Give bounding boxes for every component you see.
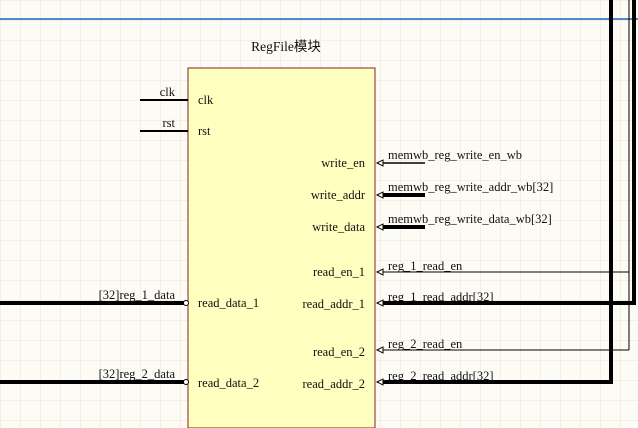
port-write-en: write_en bbox=[321, 156, 365, 170]
regfile-module[interactable] bbox=[187, 67, 376, 428]
port-read-addr-2: read_addr_2 bbox=[303, 377, 365, 391]
wire-read-en-1[interactable] bbox=[375, 268, 629, 276]
net-label-clk: clk bbox=[160, 85, 176, 99]
net-label-reg-2-read-en: reg_2_read_en bbox=[388, 337, 463, 351]
port-read-data-1: read_data_1 bbox=[198, 296, 259, 310]
wire-write-data[interactable] bbox=[375, 223, 425, 231]
wire-write-addr[interactable] bbox=[375, 191, 425, 199]
wire-read-addr-2[interactable] bbox=[375, 378, 613, 386]
net-label-reg-1-read-en: reg_1_read_en bbox=[388, 259, 463, 273]
port-write-data: write_data bbox=[312, 220, 365, 234]
net-label-write-addr: memwb_reg_write_addr_wb[32] bbox=[388, 180, 553, 194]
net-label-reg-2-data: [32]reg_2_data bbox=[99, 367, 176, 381]
module-title: RegFile模块 bbox=[251, 39, 321, 54]
port-read-en-2: read_en_2 bbox=[313, 345, 365, 359]
net-label-reg-2-read-addr: reg_2_read_addr[32] bbox=[388, 369, 494, 383]
wire-read-data-1[interactable] bbox=[0, 300, 189, 306]
wire-write-en[interactable] bbox=[375, 159, 425, 167]
port-rst: rst bbox=[198, 124, 211, 138]
net-label-write-data: memwb_reg_write_data_wb[32] bbox=[388, 212, 552, 226]
port-clk: clk bbox=[198, 93, 214, 107]
net-label-reg-1-read-addr: reg_1_read_addr[32] bbox=[388, 290, 494, 304]
port-write-addr: write_addr bbox=[311, 188, 366, 202]
net-label-write-en: memwb_reg_write_en_wb bbox=[388, 148, 522, 162]
wire-read-en-2[interactable] bbox=[375, 346, 629, 354]
net-label-rst: rst bbox=[163, 116, 176, 130]
net-label-reg-1-data: [32]reg_1_data bbox=[99, 288, 176, 302]
port-read-data-2: read_data_2 bbox=[198, 376, 259, 390]
wire-read-data-2[interactable] bbox=[0, 379, 189, 385]
wire-read-addr-1[interactable] bbox=[375, 299, 636, 307]
port-read-addr-1: read_addr_1 bbox=[303, 297, 365, 311]
port-read-en-1: read_en_1 bbox=[313, 265, 365, 279]
